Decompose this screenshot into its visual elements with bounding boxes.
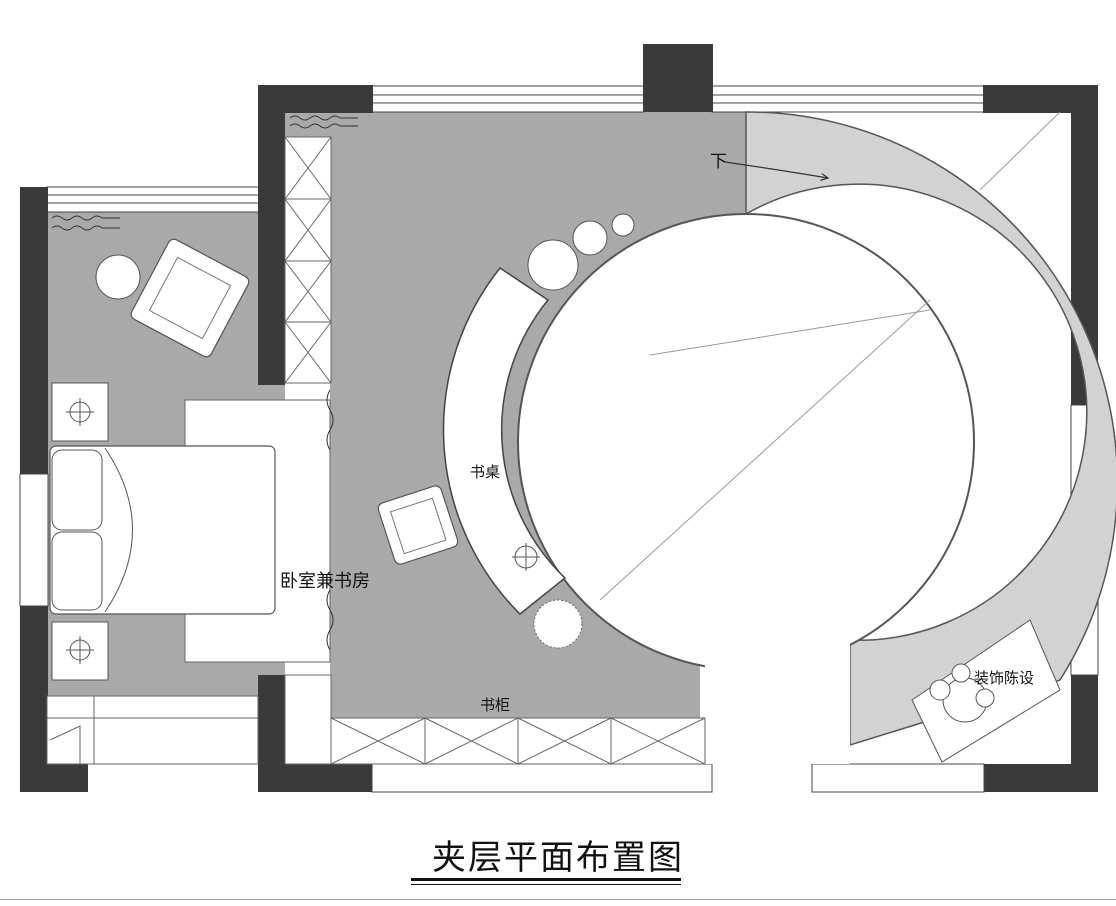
void-diagonal-3 (979, 111, 1061, 191)
nightstands (51, 382, 109, 681)
heaters (51, 115, 358, 231)
window-top (46, 85, 985, 213)
plan-title: 夹层平面布置图 (432, 838, 684, 878)
desk-label: 书桌 (470, 463, 501, 481)
title-underline-thin (411, 884, 681, 885)
pillow-bottom (51, 531, 103, 611)
page-bottom-line (0, 899, 1116, 900)
central-void (517, 213, 975, 671)
lounge-chair (130, 238, 250, 358)
decor-balls (527, 213, 635, 291)
void-opening (705, 640, 850, 764)
stair-arrow (724, 161, 828, 178)
cabinet-label: 书柜 (480, 696, 511, 714)
decor-label: 装饰陈设 (974, 669, 1035, 687)
plant-pot (533, 599, 583, 649)
pillow-top (51, 449, 103, 531)
bedroom-wardrobe (46, 695, 259, 765)
void-diagonal (599, 299, 931, 601)
bottom-bookcase (330, 717, 706, 765)
curved-desk (442, 266, 567, 616)
stair-down-label: 下 (710, 152, 727, 172)
cabinet-small (284, 674, 332, 765)
wardrobe-column (284, 136, 332, 384)
bed (49, 445, 276, 615)
void-diagonal-2 (649, 309, 931, 356)
desk-chair (377, 485, 459, 565)
desk-lamp (512, 543, 540, 571)
bed-throw (104, 447, 133, 613)
walls (20, 44, 1098, 792)
decor-set (911, 619, 1061, 763)
partition-curtain (326, 389, 334, 651)
spiral-stair (745, 111, 1116, 747)
side-table (95, 254, 141, 300)
title-underline (411, 878, 681, 881)
room-label: 卧室兼书房 (280, 571, 370, 592)
